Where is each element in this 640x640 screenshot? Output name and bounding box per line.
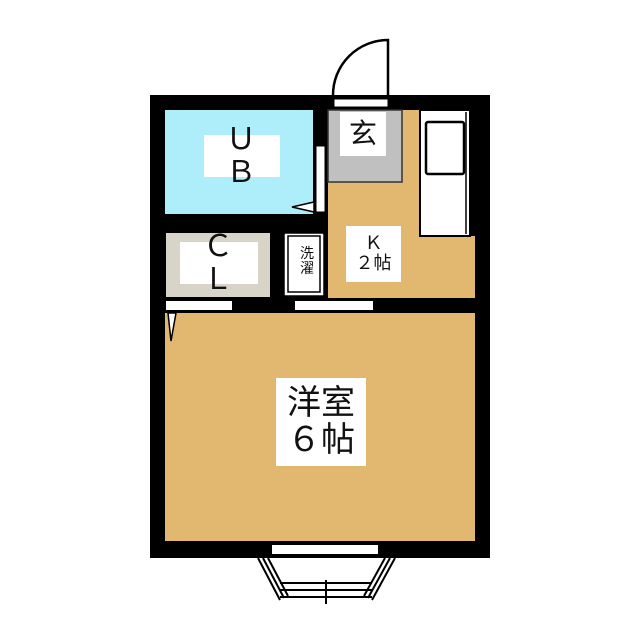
washing-label: 洗 濯 <box>291 236 323 288</box>
western-room-label: 洋室 ６帖 <box>276 378 366 466</box>
kitchen-text-2: ２帖 <box>355 253 392 274</box>
washing-text-1: 洗 <box>300 245 314 262</box>
entry-door-swing-icon <box>331 38 390 96</box>
kitchen-floor-strip <box>402 110 420 240</box>
unit-bath-text: ＵＢ <box>226 122 266 190</box>
bath-door <box>315 145 326 213</box>
closet-text: ＣＬ <box>203 229 245 297</box>
western-room-text-1: 洋室 <box>287 382 355 423</box>
closet-label: ＣＬ <box>180 230 258 296</box>
kitchen-room-door <box>295 301 373 310</box>
bath-door-swing <box>291 201 315 213</box>
room-door-swing <box>167 312 177 342</box>
unit-bath-label: ＵＢ <box>204 123 280 189</box>
western-room-text-2: ６帖 <box>287 420 355 460</box>
balcony <box>257 557 396 604</box>
washing-space-inner <box>287 235 321 293</box>
kitchen-text-1: Ｋ <box>364 233 383 255</box>
entry-door-opening <box>333 98 389 108</box>
entrance-text: 玄 <box>348 116 377 150</box>
balcony-window <box>272 545 378 554</box>
closet-sliding-door <box>166 301 232 310</box>
entrance-label: 玄 <box>340 112 386 156</box>
sink-icon <box>424 120 466 176</box>
kitchen-label: Ｋ ２帖 <box>346 226 401 282</box>
washing-text-2: 濯 <box>300 261 314 277</box>
